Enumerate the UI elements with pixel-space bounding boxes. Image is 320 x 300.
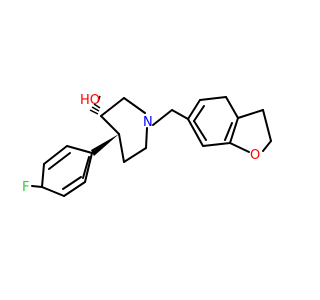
hashed-bond-hydroxyl xyxy=(89,95,101,115)
bond-b1-b2-inner xyxy=(193,105,205,122)
ether-oxygen-label: O xyxy=(250,148,260,163)
bond-c3-c4 xyxy=(41,163,45,188)
bond-c3-c2-pip xyxy=(100,97,125,117)
bond-o-c7a xyxy=(229,142,250,153)
bond-c6-c5-pip xyxy=(123,147,147,163)
bond-c2-o xyxy=(262,140,272,152)
bond-b6-b1-inner xyxy=(193,120,207,141)
bond-c5-c4-pip xyxy=(118,133,125,163)
bond-ch2-aryl xyxy=(171,109,189,120)
bond-c2-c3 xyxy=(43,145,68,165)
bond-c6-c1 xyxy=(84,152,93,183)
structure-diagram: HO N F O xyxy=(22,93,272,197)
nitrogen-label: N xyxy=(143,115,153,130)
bond-c5-c6 xyxy=(63,181,86,197)
wedge-bond-aryl xyxy=(91,134,119,156)
benzofuran-benzene-ring xyxy=(187,96,239,147)
bond-b6-b1 xyxy=(187,118,204,147)
bond-c5-c6-inner xyxy=(62,176,82,190)
bond-c-f xyxy=(31,185,43,188)
bond-b5-b6 xyxy=(202,142,231,147)
fluorophenyl-ring xyxy=(31,145,93,197)
bond-c3a-c3 xyxy=(237,109,264,119)
bond-c3-c2 xyxy=(262,109,272,142)
bond-c4-c3-pip xyxy=(100,115,120,135)
bond-c2-n-pip xyxy=(123,97,146,114)
bond-n-ch2 xyxy=(152,109,173,126)
bond-c2-c3-inner xyxy=(48,152,71,170)
bond-c6-c1-inner xyxy=(82,156,90,179)
bond-b1-b2 xyxy=(187,99,201,120)
bond-b4-b5-inner xyxy=(224,122,233,141)
molecule-canvas: HO N F O xyxy=(22,93,272,197)
bond-b4-b5 xyxy=(229,117,239,144)
fluorine-label: F xyxy=(22,180,29,195)
dihydrofuran-ring xyxy=(229,109,272,153)
bond-c4-c5 xyxy=(41,186,65,197)
bond-n-c6-pip xyxy=(145,127,148,149)
bond-c1-c2 xyxy=(66,145,93,154)
bond-b2-b3 xyxy=(199,96,227,101)
hydroxyl-label: HO xyxy=(80,93,100,108)
piperidine-ring xyxy=(100,97,148,163)
bond-b3-b4 xyxy=(225,96,239,119)
